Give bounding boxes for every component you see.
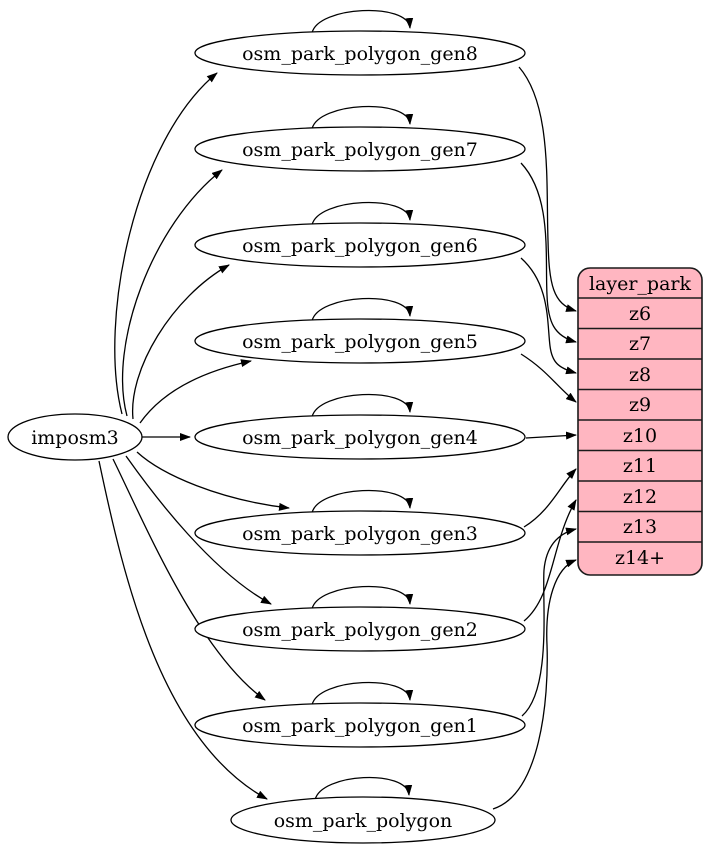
self-loop-gen1 (311, 681, 414, 706)
gen4-ellipse (194, 414, 526, 460)
gen7-ellipse (194, 126, 526, 172)
edge-gen4-to-z10 (525, 431, 577, 440)
node-imposm3: imposm3 (7, 413, 143, 461)
self-loop-gen8 (311, 9, 414, 34)
gen4-label: osm_park_polygon_gen4 (242, 427, 478, 449)
row-z7: z7 (629, 333, 651, 355)
gen6-ellipse (194, 222, 526, 268)
self-loop-gen4 (311, 393, 414, 418)
node-osm-park-polygon-gen4: osm_park_polygon_gen4 (194, 414, 526, 460)
row-z10: z10 (623, 425, 657, 447)
edges-from-imposm3 (98, 72, 290, 800)
row-z12: z12 (623, 486, 657, 508)
edge-gen5-to-z9 (520, 353, 577, 403)
edge-imposm3-to-gen8 (114, 72, 218, 415)
node-osm-park-polygon: osm_park_polygon (230, 796, 496, 844)
row-z9: z9 (629, 394, 651, 416)
edge-gen3-to-z11 (523, 468, 577, 528)
gen7-label: osm_park_polygon_gen7 (242, 139, 478, 161)
node-osm-park-polygon-gen7: osm_park_polygon_gen7 (194, 126, 526, 172)
edge-gen1-to-z13 (521, 527, 577, 717)
gen1-label: osm_park_polygon_gen1 (242, 715, 478, 737)
edge-gen7-to-z7 (520, 162, 577, 344)
gen1-ellipse (194, 702, 526, 748)
imposm3-ellipse (7, 413, 143, 461)
edge-imposm3-to-gen2 (125, 455, 272, 605)
edge-gen6-to-z8 (520, 257, 577, 375)
layer-park-background (577, 267, 703, 576)
node-osm-park-polygon-gen2: osm_park_polygon_gen2 (194, 606, 526, 652)
self-loop-gen5 (311, 297, 414, 322)
layer-park-table: layer_park z6 z7 z8 z9 z10 z11 z12 z13 z… (577, 267, 703, 576)
row-z11: z11 (623, 455, 657, 477)
edge-imposm3-to-gen5 (139, 359, 252, 424)
edge-gen2-to-z12 (523, 499, 577, 622)
node-osm-park-polygon-gen3: osm_park_polygon_gen3 (194, 510, 526, 556)
osm-park-polygon-label: osm_park_polygon (274, 810, 453, 832)
node-osm-park-polygon-gen1: osm_park_polygon_gen1 (194, 702, 526, 748)
gen5-label: osm_park_polygon_gen5 (242, 331, 478, 353)
gen2-label: osm_park_polygon_gen2 (242, 619, 478, 641)
edges-to-layer-park (492, 66, 577, 810)
node-osm-park-polygon-gen5: osm_park_polygon_gen5 (194, 318, 526, 364)
self-loop-osm-park-polygon (314, 776, 413, 801)
self-loop-gen2 (311, 585, 414, 610)
self-loop-edges (311, 9, 414, 801)
row-z6: z6 (629, 303, 651, 325)
self-loop-gen6 (311, 201, 414, 226)
edge-imposm3-to-gen3 (136, 451, 290, 511)
layer-park-title: layer_park (589, 273, 692, 295)
osm-park-polygon-ellipse (230, 796, 496, 844)
gen2-ellipse (194, 606, 526, 652)
gen5-ellipse (194, 318, 526, 364)
row-z13: z13 (623, 516, 657, 538)
edge-imposm3-to-gen7 (121, 169, 223, 417)
gen3-ellipse (194, 510, 526, 556)
gen6-label: osm_park_polygon_gen6 (242, 235, 478, 257)
edge-osm-park-polygon-to-z14plus (492, 559, 577, 810)
self-loop-gen7 (311, 105, 414, 130)
node-osm-park-polygon-gen6: osm_park_polygon_gen6 (194, 222, 526, 268)
edge-imposm3-to-gen6 (131, 264, 230, 420)
row-z8: z8 (629, 364, 651, 386)
edge-imposm3-to-gen1 (112, 458, 266, 701)
self-loop-gen3 (311, 489, 414, 514)
gen3-label: osm_park_polygon_gen3 (242, 523, 478, 545)
imposm3-label: imposm3 (31, 427, 119, 449)
edge-gen8-to-z6 (518, 66, 577, 312)
gen8-label: osm_park_polygon_gen8 (242, 43, 478, 65)
row-z14plus: z14+ (615, 547, 665, 569)
gen8-ellipse (194, 30, 526, 76)
node-osm-park-polygon-gen8: osm_park_polygon_gen8 (194, 30, 526, 76)
edge-imposm3-to-osm-park-polygon (98, 460, 268, 800)
